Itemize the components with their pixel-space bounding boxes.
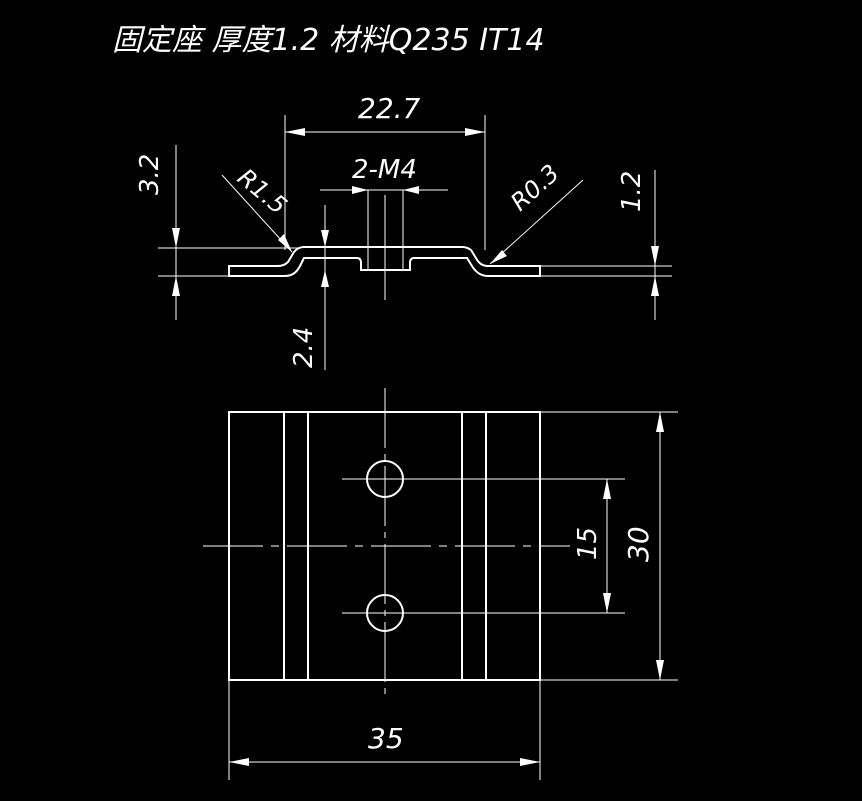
dim-2-4: 2.4 [289, 327, 319, 368]
side-view: 22.7 2-M4 3.2 R1.5 R0.3 1.2 2. [135, 92, 672, 370]
profile-outline [228, 246, 541, 277]
dim-r0-3: R0.3 [505, 159, 564, 217]
dim-22-7: 22.7 [358, 92, 421, 125]
dim-r1-5: R1.5 [232, 163, 292, 220]
drawing-title: 固定座 厚度1.2 材料Q235 IT14 [112, 23, 545, 58]
dim-35: 35 [368, 722, 404, 755]
dim-2-m4: 2-M4 [352, 155, 417, 185]
top-view: 15 30 35 [203, 388, 678, 780]
dim-3-2: 3.2 [135, 154, 165, 195]
dim-30: 30 [622, 526, 655, 562]
dim-1-2: 1.2 [617, 171, 647, 212]
dim-15: 15 [573, 527, 603, 560]
